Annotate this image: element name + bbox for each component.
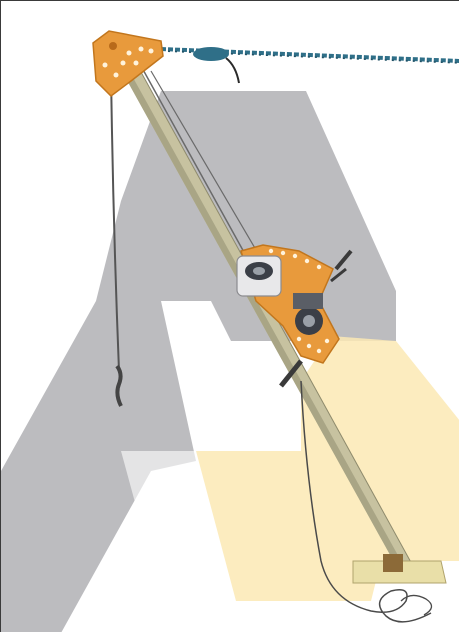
top-rope xyxy=(161,47,459,83)
